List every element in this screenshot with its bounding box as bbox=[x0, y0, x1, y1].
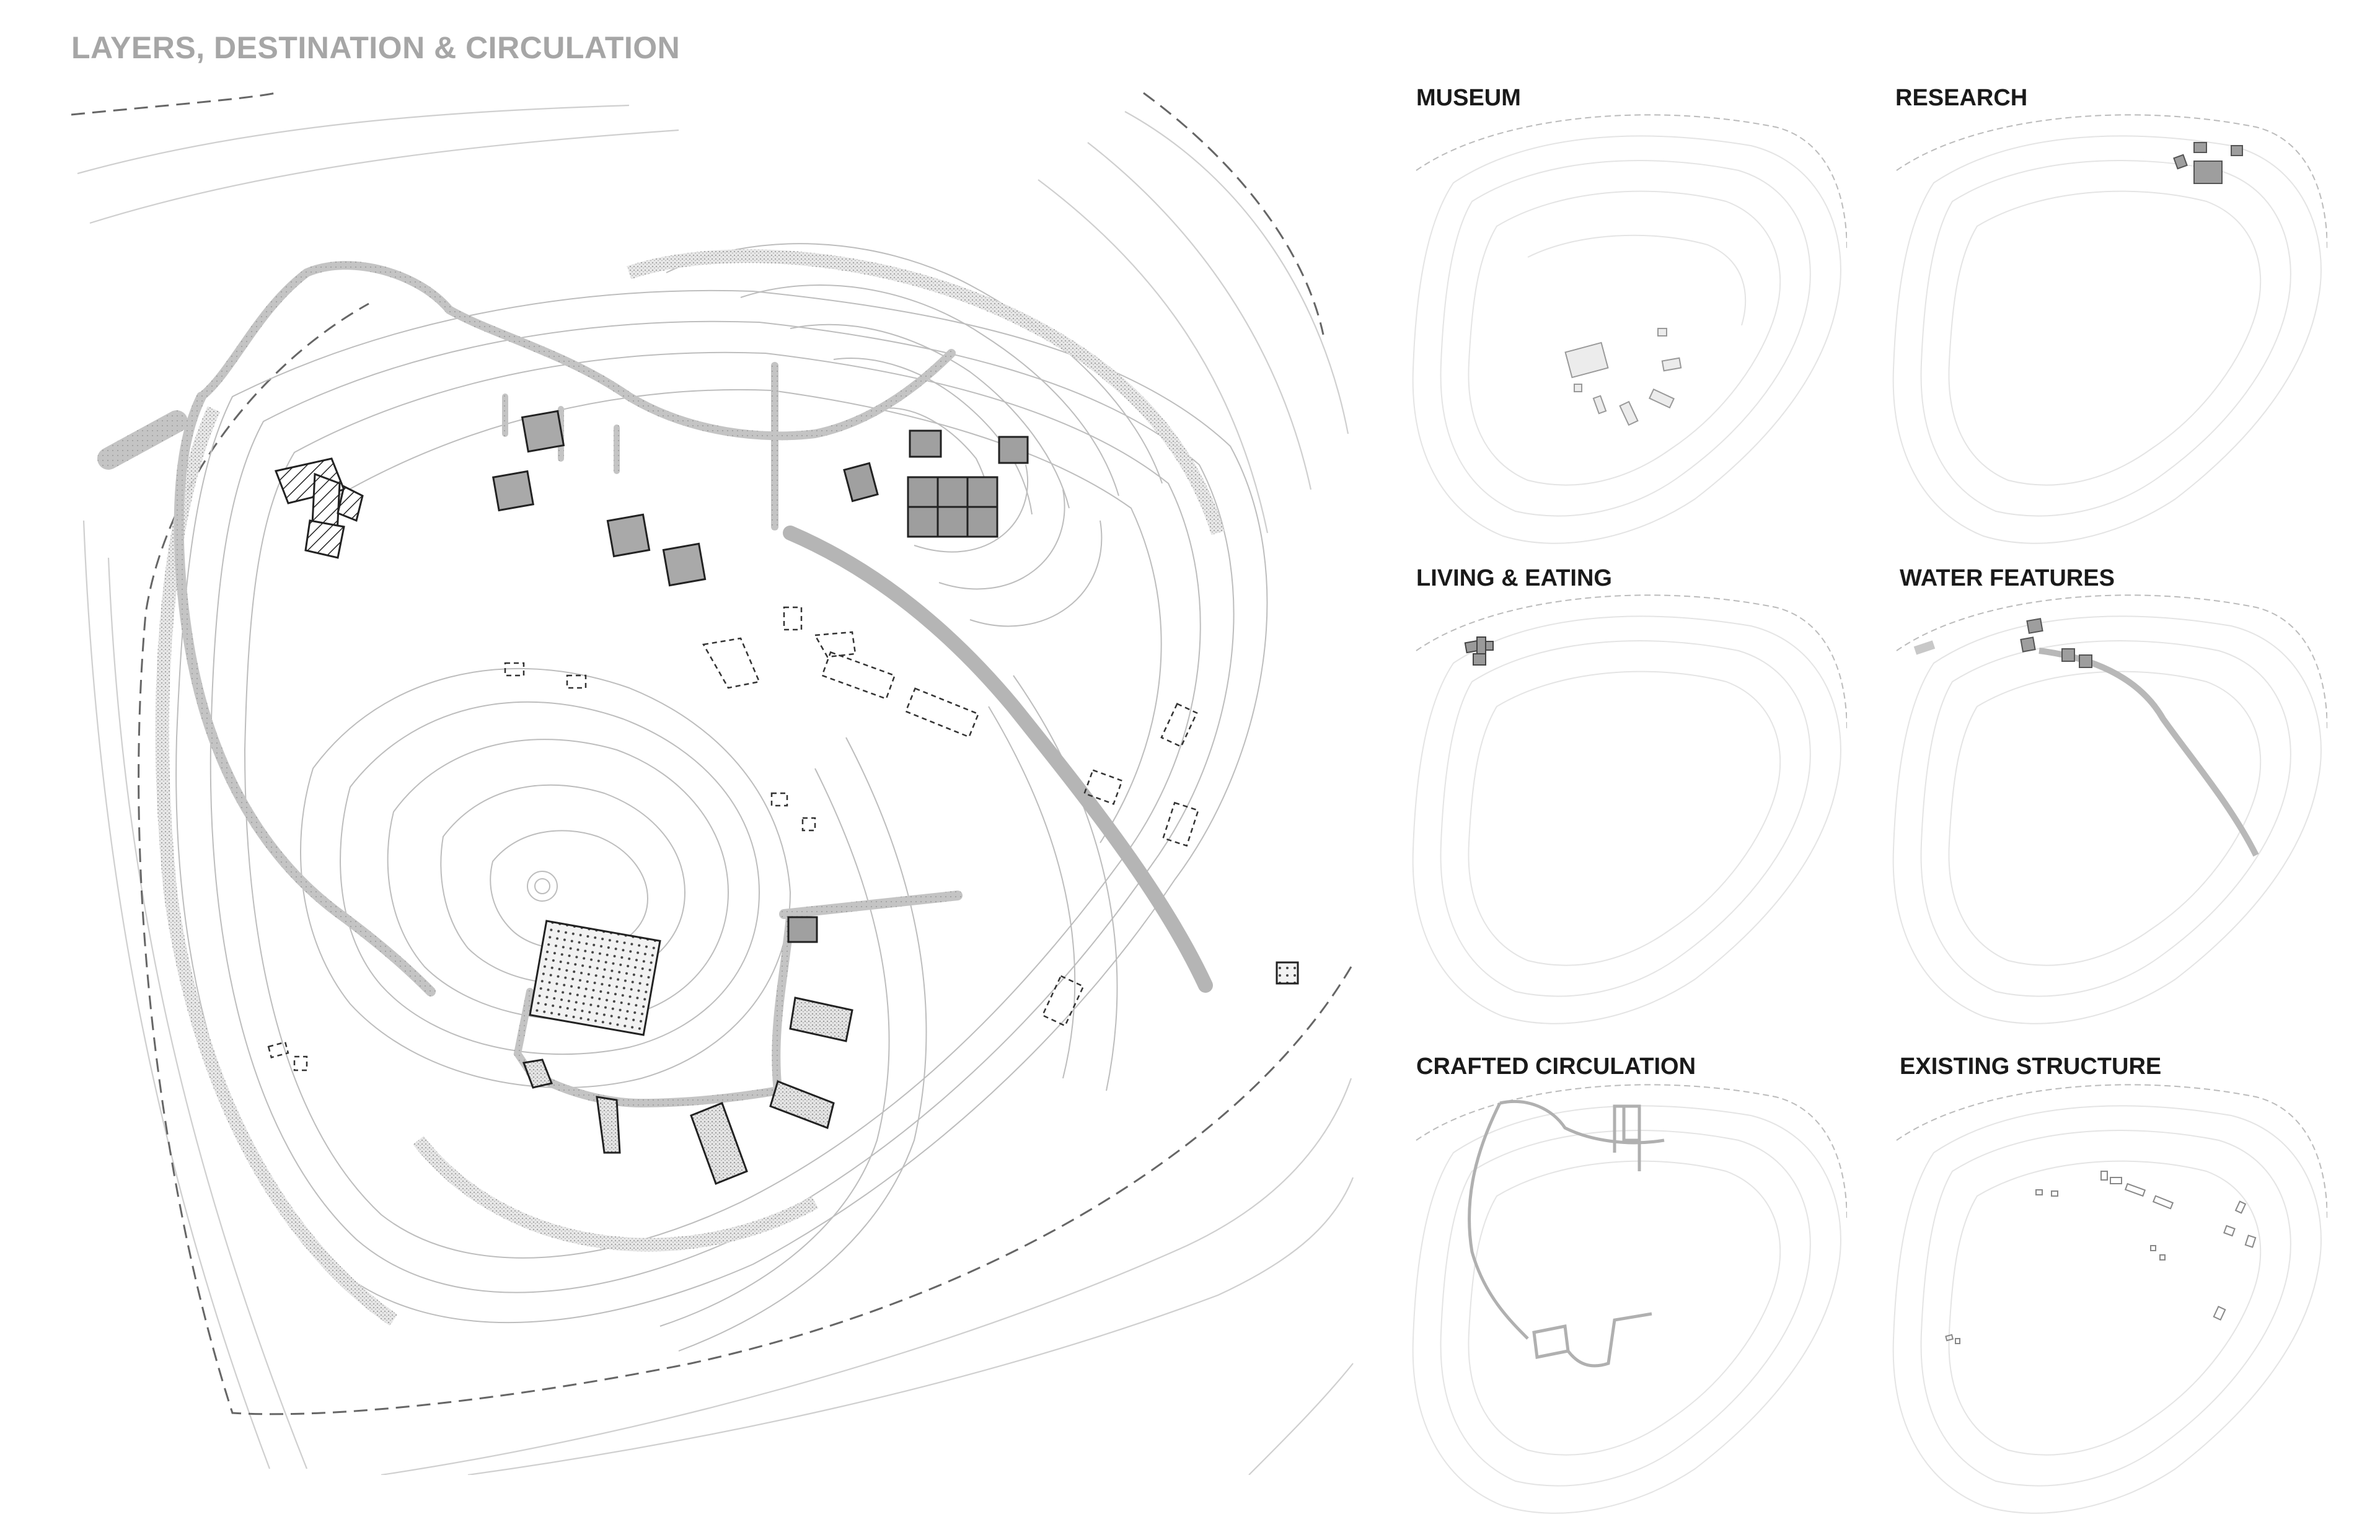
building-water-2 bbox=[662, 542, 707, 587]
research-grid-building bbox=[907, 476, 998, 538]
museum-pavilion-2 bbox=[789, 997, 853, 1042]
island-contours bbox=[175, 243, 1268, 1352]
building-living-1 bbox=[521, 410, 565, 453]
panel-map-crafted-circulation bbox=[1412, 1084, 1847, 1514]
main-site-plan bbox=[71, 92, 1354, 1475]
outer-contours bbox=[77, 104, 1354, 1475]
museum-pavilion-top bbox=[787, 916, 818, 943]
panel-water-features: WATER FEATURES bbox=[1884, 558, 2327, 1035]
entry-hatched-structure bbox=[274, 457, 364, 559]
panel-map-existing-structure bbox=[1892, 1084, 2327, 1514]
main-title: LAYERS, DESTINATION & CIRCULATION bbox=[71, 30, 681, 65]
panel-map-research bbox=[1892, 114, 2327, 544]
building-living-2 bbox=[491, 470, 535, 512]
circulation-paths bbox=[97, 261, 1213, 1108]
panel-living-eating: LIVING & EATING bbox=[1404, 558, 1847, 1035]
slope-bands bbox=[155, 249, 1225, 1326]
panel-label-crafted-circulation: CRAFTED CIRCULATION bbox=[1416, 1054, 1696, 1080]
museum-pavilion-6 bbox=[522, 1058, 553, 1089]
building-research-2 bbox=[998, 436, 1029, 464]
panel-label-research: RESEARCH bbox=[1895, 85, 2028, 111]
museum-pavilion-5 bbox=[596, 1096, 621, 1154]
panel-label-existing-structure: EXISTING STRUCTURE bbox=[1900, 1054, 2162, 1080]
museum-pavilion-3 bbox=[769, 1080, 835, 1130]
building-research-1 bbox=[909, 429, 942, 458]
building-research-3 bbox=[843, 462, 879, 503]
panel-label-water-features: WATER FEATURES bbox=[1900, 565, 2115, 591]
buildings bbox=[274, 410, 1299, 1185]
panel-map-museum bbox=[1412, 114, 1847, 544]
panel-research: RESEARCH bbox=[1884, 77, 2327, 555]
existing-structures bbox=[267, 606, 1199, 1071]
boathouse-building bbox=[1276, 961, 1299, 985]
boundary-lines bbox=[71, 92, 1352, 1415]
building-water-1 bbox=[606, 513, 651, 558]
panel-crafted-circulation: CRAFTED CIRCULATION bbox=[1404, 1047, 1847, 1525]
museum-pavilion-4 bbox=[690, 1102, 748, 1185]
panel-map-living-eating bbox=[1412, 594, 1847, 1024]
panel-museum: MUSEUM bbox=[1404, 77, 1847, 555]
museum-main-building bbox=[529, 920, 661, 1036]
panel-label-living-eating: LIVING & EATING bbox=[1416, 565, 1612, 591]
panel-map-water-features bbox=[1892, 594, 2327, 1024]
panel-label-museum: MUSEUM bbox=[1416, 85, 1521, 111]
panel-existing-structure: EXISTING STRUCTURE bbox=[1884, 1047, 2327, 1525]
